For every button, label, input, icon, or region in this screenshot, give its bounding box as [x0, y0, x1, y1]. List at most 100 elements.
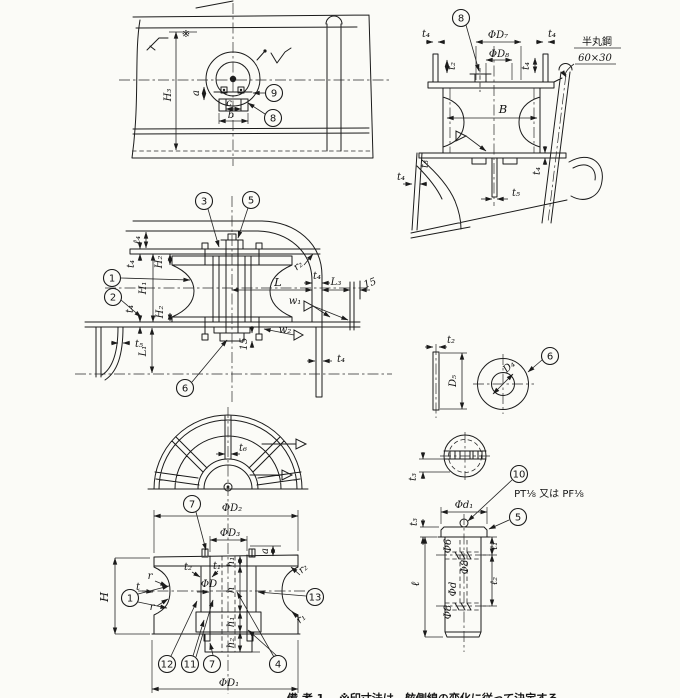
svg-text:1: 1 — [109, 274, 115, 285]
dim-t6: t₆ — [239, 443, 247, 454]
material-note: 半丸鋼 — [582, 35, 612, 48]
callout-5-pin: 5 — [508, 507, 528, 527]
dim-PD3: ΦD₃ — [220, 528, 240, 539]
dim-t4: t₄ — [548, 29, 556, 40]
callout-8-section: 8 — [451, 8, 471, 28]
svg-text:5: 5 — [515, 513, 521, 524]
material-size: 60×30 — [578, 53, 612, 64]
callout-7-plan: 7 — [182, 494, 202, 514]
dim-t4: t₄ — [397, 172, 405, 183]
dim-t4: t₄ — [313, 271, 321, 282]
dim-t1: t₁ — [213, 561, 221, 572]
dim-PD8: ΦD₈ — [489, 49, 509, 60]
dim-r: r — [150, 602, 156, 613]
dim-Pd: Φd — [448, 582, 459, 597]
dim-a: a — [191, 90, 202, 96]
dim-l: ℓ — [408, 581, 422, 586]
svg-text:7: 7 — [209, 660, 215, 671]
dim-t4: t₄ — [126, 260, 137, 268]
svg-text:5: 5 — [248, 196, 254, 207]
dim-w2: w₂ — [279, 325, 292, 336]
plan-view-labels: H₃ ※ a c b — [163, 29, 234, 121]
svg-text:9: 9 — [271, 89, 277, 100]
dim-t3: t₃ — [409, 518, 420, 526]
washer-linework — [425, 344, 543, 418]
svg-text:12: 12 — [161, 660, 174, 671]
pin-detail-labels: Φd₁ t₃ PT⅛ 又は PF⅛ ℓ ℓ₁ ℓ₂ Φ6 Φ8 Φd Φ8 — [408, 488, 584, 619]
roller-front-labels: ΦD₂ ΦD₃ a H r r t ΦD h₁ h h₁ h₂ t₂ t₁ ΦD… — [97, 503, 310, 689]
dim-h: h — [226, 587, 237, 593]
dim-H2: H₂ — [155, 306, 166, 320]
dim-L: L — [273, 275, 282, 289]
dim-t2: t₂ — [447, 62, 458, 70]
dim-l4: ℓ₄ — [132, 236, 143, 244]
svg-text:11: 11 — [184, 660, 197, 671]
svg-text:1: 1 — [127, 594, 133, 605]
svg-text:4: 4 — [275, 660, 281, 671]
remarks-note: 備 考 1． ※印寸法は、舷側線の変化に従って決定する。 — [287, 691, 569, 698]
dim-t2: t₂ — [447, 335, 455, 346]
callout-6-washer: 6 — [540, 346, 560, 366]
callout-13: 13 — [305, 587, 325, 607]
dim-P8: Φ8 — [443, 605, 454, 620]
dim-r: r — [148, 571, 154, 582]
dim-PD1: ΦD₁ — [219, 678, 239, 689]
svg-text:2: 2 — [110, 293, 116, 304]
dim-h1: h₁ — [226, 617, 237, 627]
svg-text:6: 6 — [547, 352, 553, 363]
svg-text:7: 7 — [189, 500, 195, 511]
svg-text:3: 3 — [201, 197, 207, 208]
dim-P8: Φ8 — [460, 560, 471, 575]
dim-t3: t₃ — [408, 473, 419, 481]
callout-6-section: 6 — [175, 378, 195, 398]
dim-L3: L₃ — [330, 277, 342, 288]
dim-H3: H₃ — [163, 89, 174, 103]
dim-H2: H₂ — [154, 256, 165, 270]
dim-P6: Φ6 — [443, 538, 454, 553]
mount-section-labels: t₄ ΦD₇ ΦD₈ t₄ t₂ t₄ B 半丸鋼 60×30 t₅ t₄ t₄… — [397, 29, 613, 199]
roller-front-linework — [112, 504, 312, 694]
dim-r2: r₂ — [292, 259, 306, 273]
side-section-labels: ℓ₄ t₄ H₂ H₁ t₄ H₂ L₁ t₅ L t₄ L₃ 15 r₂ w₁… — [125, 236, 378, 365]
callout-4: 4 — [268, 654, 288, 674]
dim-a: a — [260, 548, 271, 554]
dim-PD7: ΦD₇ — [488, 30, 508, 41]
dim-b: b — [228, 110, 234, 121]
pin-top-linework — [419, 432, 491, 480]
dim-H: H — [97, 591, 111, 603]
dim-t4: t₄ — [422, 29, 430, 40]
dim-h2: h₂ — [226, 638, 237, 648]
dim-H1: H₁ — [138, 282, 149, 296]
plan-view-linework — [119, 0, 392, 166]
callout-7-front: 7 — [202, 654, 222, 674]
dim-L1: L₁ — [138, 346, 149, 358]
dim-t: t — [136, 582, 141, 593]
callout-11: 11 — [180, 654, 200, 674]
dim-h1: h₁ — [226, 557, 237, 567]
callout-12: 12 — [157, 654, 177, 674]
svg-text:10: 10 — [513, 470, 526, 481]
pin-detail-linework — [420, 479, 513, 652]
callout-3: 3 — [194, 191, 214, 211]
mount-section-linework — [403, 24, 621, 239]
dim-t4: t₄ — [532, 167, 543, 175]
dim-15: 15 — [362, 276, 378, 291]
reference-mark: ※ — [182, 29, 190, 40]
dim-l2: ℓ₂ — [489, 577, 500, 585]
svg-text:13: 13 — [309, 593, 322, 604]
dim-l1: ℓ₁ — [489, 542, 500, 550]
callout-2: 2 — [103, 287, 123, 307]
svg-text:8: 8 — [270, 114, 276, 125]
callout-10: 10 — [509, 464, 529, 484]
svg-text:8: 8 — [458, 14, 464, 25]
dim-15: 15 — [239, 338, 250, 351]
thread-spec: PT⅛ 又は PF⅛ — [514, 488, 584, 500]
dim-PD: ΦD — [201, 579, 217, 590]
svg-text:6: 6 — [182, 384, 188, 395]
dim-B: B — [498, 102, 507, 116]
dim-D5: D₅ — [448, 375, 459, 388]
dim-t4: t₄ — [521, 62, 532, 70]
dim-t5: t₅ — [512, 188, 520, 199]
